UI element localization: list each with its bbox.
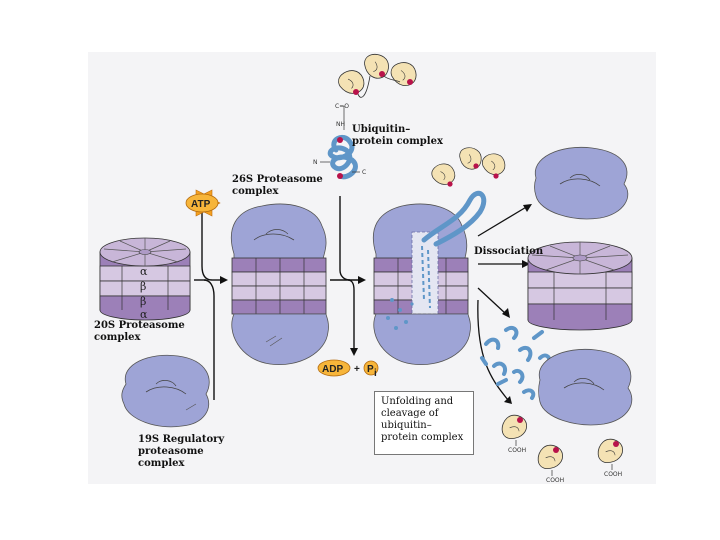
dissociation-label: Dissociation (474, 246, 544, 257)
ring-label-beta-2: β (140, 295, 146, 308)
peptide-fragments-icon (480, 325, 552, 400)
regulatory-19s-released-2-icon (538, 348, 633, 426)
ubiquitin-protein-label: Ubiquitin– protein complex (352, 124, 443, 147)
adp-arrowhead (350, 348, 358, 356)
degradation-arrows (330, 196, 362, 350)
proteasome-20s-released-icon (527, 241, 633, 331)
proteasome-20s-label: 20S Proteasome complex (94, 320, 185, 343)
unfolding-caption-box: Unfolding and cleavage of ubiquitin– pro… (374, 391, 474, 455)
adp-pi-badges: ADP + P i (317, 359, 379, 379)
unfolding-caption-text: Unfolding and cleavage of ubiquitin– pro… (381, 396, 464, 443)
ring-label-alpha-bottom: α (140, 308, 148, 321)
assembly-arrowhead (220, 276, 228, 284)
cooh-label-1: COOH (508, 447, 527, 454)
proteasome-26s-label: 26S Proteasome complex (232, 174, 323, 197)
chem-n-label: N (313, 159, 318, 166)
pi-subscript: i (374, 368, 377, 379)
chem-c-o-label: C=O (335, 103, 349, 110)
proteasome-26s-icon (230, 203, 329, 366)
pi-label: P (367, 364, 374, 375)
assembly-arrows (194, 212, 224, 400)
ring-label-alpha-top: α (140, 265, 148, 278)
regulatory-19s-released-icon (534, 146, 629, 220)
cooh-label-2: COOH (546, 477, 565, 484)
chem-nh-label: NH (336, 121, 345, 128)
released-ubiquitin-icons (498, 411, 626, 476)
dissociation-arrowheads (502, 204, 532, 404)
regulatory-19s-label: 19S Regulatory proteasome complex (138, 434, 225, 469)
ubiquitin-protein-complex-icon (320, 52, 419, 180)
plus-label: + (354, 364, 360, 375)
atp-label: ATP (191, 199, 211, 210)
adp-label: ADP (322, 364, 343, 375)
proteasome-degrading-icon (372, 145, 507, 366)
atp-badge: ATP (185, 189, 221, 217)
regulatory-19s-icon (121, 354, 210, 428)
proteasome-20s-icon: α β β α (99, 237, 191, 321)
chem-c-label: C (362, 169, 367, 176)
cooh-label-3: COOH (604, 471, 623, 478)
degradation-arrowhead (358, 276, 366, 284)
ring-label-beta-1: β (140, 280, 146, 293)
